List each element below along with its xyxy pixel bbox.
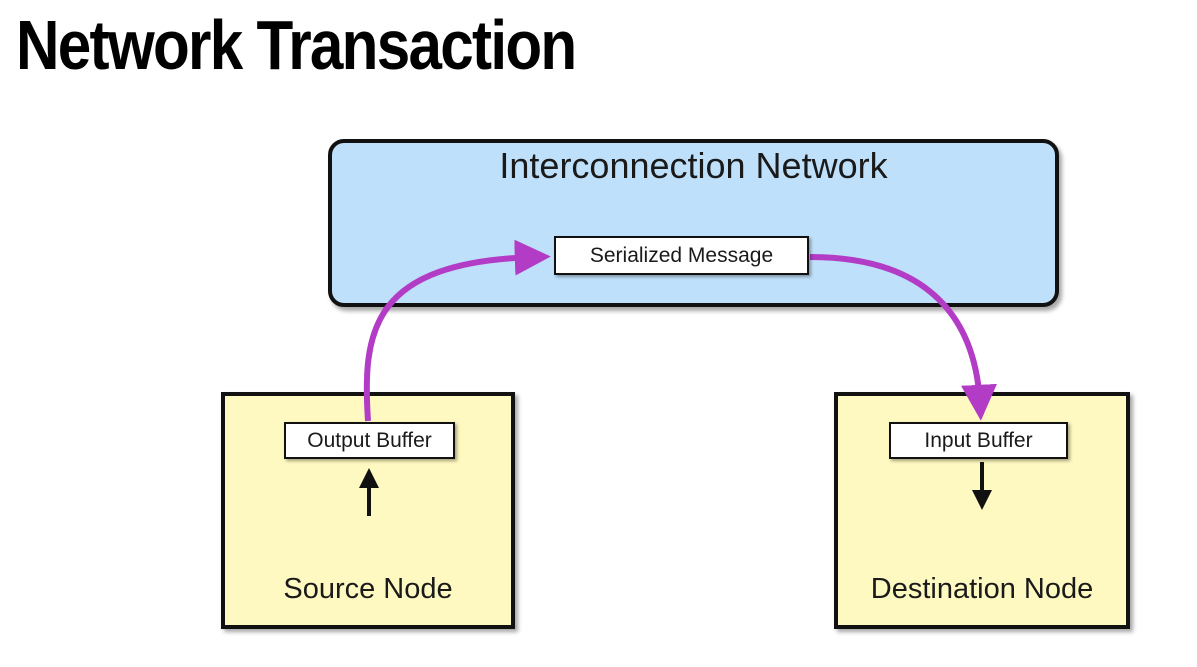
network-label: Interconnection Network bbox=[499, 145, 888, 186]
deliver-arrow bbox=[809, 254, 997, 421]
output-buffer-box: Output Buffer bbox=[284, 422, 455, 459]
destination-node-label: Destination Node bbox=[870, 573, 1094, 605]
serialized-message-box: Serialized Message bbox=[554, 236, 809, 275]
page-title: Network Transaction bbox=[16, 6, 577, 84]
interconnection-network-box bbox=[328, 139, 1059, 307]
send-arrow bbox=[363, 239, 551, 422]
source-node-label: Source Node bbox=[283, 573, 453, 605]
input-buffer-box: Input Buffer bbox=[889, 422, 1068, 459]
